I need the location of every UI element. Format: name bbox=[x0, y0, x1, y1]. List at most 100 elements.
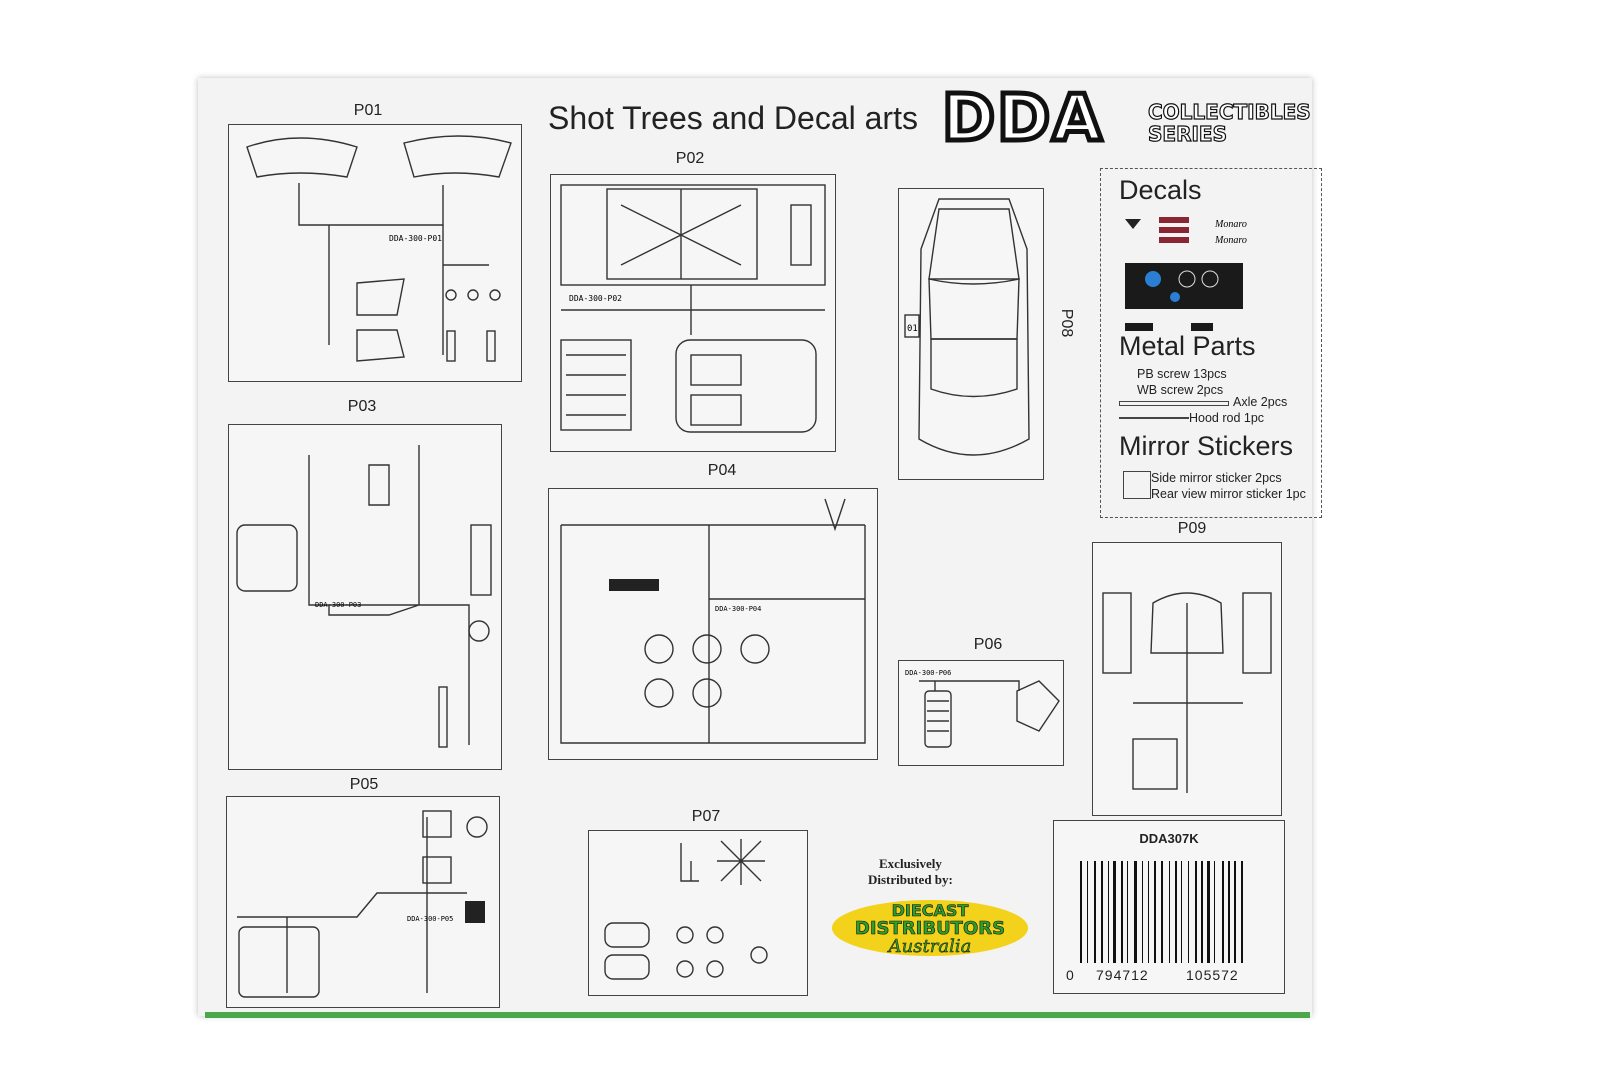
barcode-stripe bbox=[1205, 861, 1206, 963]
barcode-stripe bbox=[1086, 861, 1088, 963]
barcode-stripe bbox=[1178, 861, 1179, 963]
barcode-stripe bbox=[1161, 861, 1163, 963]
sprue-panel-p06: DDA-300-P06 bbox=[898, 660, 1064, 766]
barcode-digit-left: 0 bbox=[1066, 967, 1075, 983]
logo-collectibles: COLLECTIBLES bbox=[1147, 99, 1311, 124]
label-p07: P07 bbox=[691, 808, 721, 825]
logo-series: SERIES bbox=[1147, 121, 1227, 146]
tag-p06: DDA-300-P06 bbox=[905, 669, 951, 677]
sprue-drawing-p06: DDA-300-P06 bbox=[905, 669, 1060, 748]
sprue-drawing-p04: DDA-300-P04 bbox=[560, 498, 866, 744]
tag-p08-part: 01 bbox=[907, 324, 918, 334]
barcode-stripe bbox=[1211, 861, 1212, 963]
barcode-stripe bbox=[1195, 861, 1197, 963]
barcode-stripe bbox=[1080, 861, 1083, 963]
barcode-stripe bbox=[1157, 861, 1159, 963]
sprue-drawing-p05: DDA-300-P05 bbox=[237, 810, 488, 998]
barcode-stripe bbox=[1241, 861, 1243, 963]
barcode-stripe bbox=[1164, 861, 1168, 963]
decal-sheet: Monaro Monaro bbox=[1125, 217, 1247, 331]
tag-p05: DDA-300-P05 bbox=[407, 915, 453, 923]
page-title: Shot Trees and Decal arts bbox=[548, 100, 918, 136]
barcode-stripe bbox=[1231, 861, 1232, 963]
barcode-stripe bbox=[1148, 861, 1150, 963]
tag-p01: DDA-300-P01 bbox=[389, 234, 442, 243]
barcode-stripe bbox=[1181, 861, 1183, 963]
heading-mirror-stickers: Mirror Stickers bbox=[1119, 431, 1293, 461]
heading-metal-parts: Metal Parts bbox=[1119, 331, 1256, 361]
label-p06: P06 bbox=[973, 636, 1003, 653]
barcode-stripe bbox=[1127, 861, 1129, 963]
barcode-stripe bbox=[1198, 861, 1199, 963]
sprue-panel-p08: 01 bbox=[898, 188, 1044, 480]
sprue-panel-p04: DDA-300-P04 bbox=[548, 488, 878, 760]
sprue-drawing-p01: DDA-300-P01 bbox=[246, 135, 512, 362]
sku-label: DDA307K bbox=[1139, 831, 1199, 846]
barcode-stripe bbox=[1153, 861, 1156, 963]
sprue-drawing-p03: DDA-300-P03 bbox=[236, 445, 492, 748]
item-side-mirror: Side mirror sticker 2pcs bbox=[1151, 471, 1282, 485]
label-p09: P09 bbox=[1177, 520, 1207, 537]
barcode-stripe bbox=[1213, 861, 1216, 963]
barcode-stripe bbox=[1190, 861, 1194, 963]
sprue-drawing-p08: 01 bbox=[904, 198, 1030, 456]
barcode-stripe bbox=[1221, 861, 1225, 963]
box-green-edge bbox=[205, 1012, 1310, 1018]
barcode-stripe bbox=[1100, 861, 1104, 963]
label-p01: P01 bbox=[353, 102, 383, 119]
item-axle: Axle 2pcs bbox=[1233, 395, 1288, 409]
barcode-stripe bbox=[1174, 861, 1177, 963]
label-p05: P05 bbox=[349, 776, 379, 793]
barcode-stripe bbox=[1226, 861, 1227, 963]
item-hood-rod: Hood rod 1pc bbox=[1189, 411, 1265, 425]
sprue-drawing-p09 bbox=[1102, 592, 1272, 793]
logo-diecast: DIECAST bbox=[892, 901, 969, 920]
decal-script-1: Monaro bbox=[1214, 219, 1247, 230]
barcode-digits-mid: 794712 bbox=[1096, 967, 1149, 983]
barcode-stripe bbox=[1089, 861, 1093, 963]
distributor-text: Exclusively Distributed by: bbox=[868, 856, 953, 888]
sprue-panel-p01: DDA-300-P01 bbox=[228, 124, 522, 382]
barcode-stripe bbox=[1169, 861, 1171, 963]
barcode-stripe bbox=[1172, 861, 1173, 963]
sprue-drawing-p02: DDA-300-P02 bbox=[560, 184, 826, 433]
distributor-line2: Distributed by: bbox=[868, 872, 953, 887]
distributor-line1: Exclusively bbox=[879, 856, 942, 871]
logo-distributors: DISTRIBUTORS bbox=[855, 918, 1005, 939]
sprue-panel-p09 bbox=[1092, 542, 1282, 816]
barcode-bars bbox=[1080, 861, 1260, 963]
barcode-stripe bbox=[1233, 861, 1237, 963]
barcode-stripe bbox=[1130, 861, 1132, 963]
barcode-stripe bbox=[1144, 861, 1146, 963]
item-pb-screw: PB screw 13pcs bbox=[1137, 367, 1227, 381]
barcode-stripe bbox=[1139, 861, 1140, 963]
tag-p02: DDA-300-P02 bbox=[569, 294, 622, 303]
barcode-stripe bbox=[1228, 861, 1230, 963]
label-p03: P03 bbox=[347, 398, 377, 415]
item-wb-screw: WB screw 2pcs bbox=[1137, 383, 1224, 397]
barcode-stripe bbox=[1097, 861, 1099, 963]
barcode-stripe bbox=[1110, 861, 1111, 963]
barcode-stripe bbox=[1207, 861, 1210, 963]
barcode-stripe bbox=[1151, 861, 1152, 963]
parts-info-block: Decals Monaro Monaro Metal Parts PB scre… bbox=[1100, 168, 1322, 518]
barcode-stripe bbox=[1120, 861, 1124, 963]
barcode-stripe bbox=[1094, 861, 1096, 963]
barcode-panel: DDA307K 0 794712 105572 bbox=[1053, 820, 1285, 994]
dda-logo: DDA bbox=[940, 80, 1105, 159]
barcode-stripe bbox=[1105, 861, 1106, 963]
barcode-stripe bbox=[1118, 861, 1119, 963]
barcode-stripe bbox=[1200, 861, 1204, 963]
barcode-stripe bbox=[1141, 861, 1143, 963]
sprue-drawing-p07 bbox=[604, 839, 768, 980]
barcode-stripe bbox=[1133, 861, 1138, 963]
sprue-panel-p07 bbox=[588, 830, 808, 996]
heading-decals: Decals bbox=[1119, 175, 1202, 205]
logo-australia: Australia bbox=[887, 936, 972, 957]
barcode-stripe bbox=[1217, 861, 1221, 963]
tag-p04: DDA-300-P04 bbox=[715, 605, 761, 613]
hood-rod-icon bbox=[1119, 417, 1189, 419]
decal-script-2: Monaro bbox=[1214, 235, 1247, 246]
barcode-stripe bbox=[1084, 861, 1085, 963]
sprue-panel-p02: DDA-300-P02 bbox=[550, 174, 836, 452]
